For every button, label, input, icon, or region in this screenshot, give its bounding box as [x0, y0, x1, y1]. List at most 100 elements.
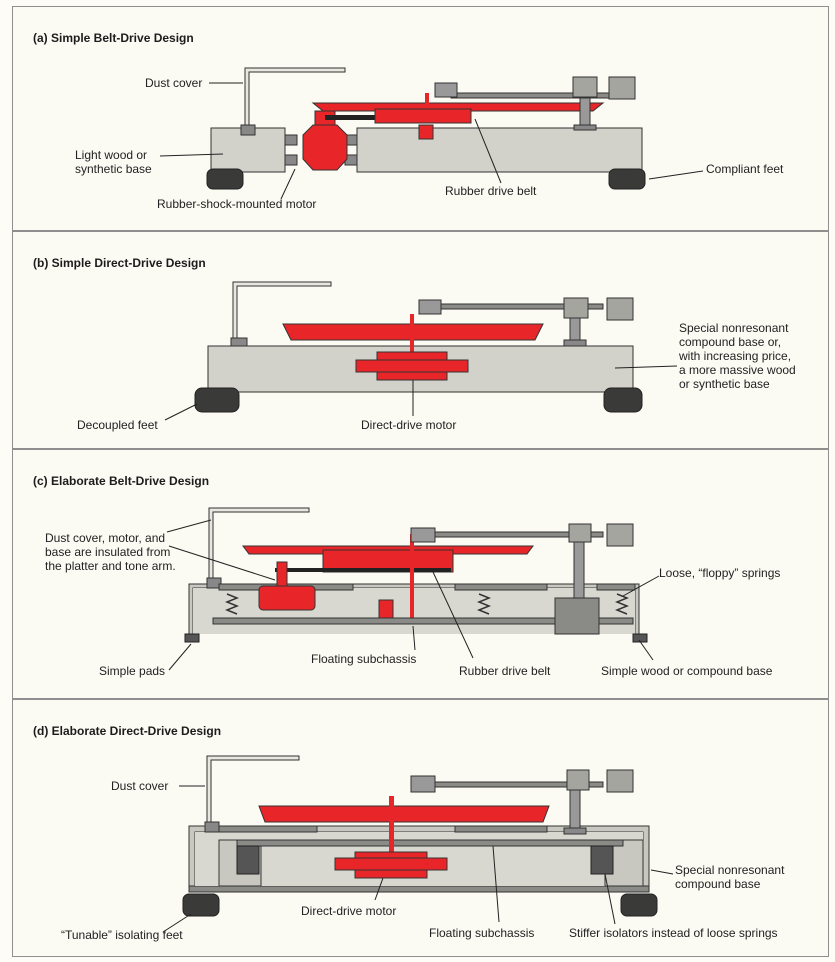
leader-line	[159, 153, 224, 157]
label-belt: Rubber drive belt	[459, 664, 551, 678]
leader-line	[604, 873, 616, 925]
label-base-line1: Light wood or	[75, 148, 148, 162]
cartridge	[410, 527, 436, 543]
foot	[182, 893, 220, 917]
label-belt: Rubber drive belt	[445, 184, 537, 198]
base-bottom	[188, 885, 650, 893]
motor-flange	[334, 857, 448, 871]
label-base-line4: a more massive wood	[679, 363, 796, 377]
label-motor: Rubber-shock-mounted motor	[157, 197, 317, 211]
leader-line	[638, 639, 654, 661]
bearing	[418, 124, 434, 140]
label-base-line3: with increasing price,	[679, 349, 792, 363]
leader-line	[614, 365, 678, 369]
counterweight	[606, 297, 634, 321]
platter	[258, 805, 550, 823]
pad	[184, 633, 200, 643]
counterweight	[563, 297, 589, 319]
platter-hub	[374, 108, 472, 124]
shock-mount	[284, 154, 298, 166]
spring	[224, 593, 240, 615]
top-plate	[218, 825, 318, 833]
motor	[302, 124, 348, 171]
foot	[608, 168, 646, 190]
top-plate	[454, 825, 548, 833]
leader-line	[280, 168, 296, 200]
counterweight	[606, 523, 634, 547]
counterweight	[606, 769, 634, 793]
leader-line	[164, 403, 198, 421]
base-right	[356, 127, 643, 173]
leader-line	[648, 170, 704, 180]
drive-belt	[275, 568, 451, 572]
spring	[476, 593, 492, 615]
label-feet: “Tunable” isolating feet	[61, 928, 183, 942]
hinge	[204, 821, 220, 833]
diagram-elaborate-belt-drive	[166, 507, 660, 671]
foot	[620, 893, 658, 917]
spindle	[410, 534, 414, 624]
cartridge	[434, 82, 458, 98]
leader-line	[650, 869, 674, 875]
tonearm-base	[563, 339, 587, 347]
label-base-line1: Special nonresonant	[679, 321, 789, 335]
label-insulated-line1: Dust cover, motor, and	[45, 531, 166, 545]
leader-line	[374, 877, 384, 901]
panel-simple-belt-drive: (a) Simple Belt-Drive Design	[12, 6, 829, 231]
label-motor: Direct-drive motor	[301, 904, 397, 918]
motor-pulley	[276, 561, 288, 587]
label-motor: Direct-drive motor	[361, 418, 457, 432]
label-dust-cover: Dust cover	[145, 76, 203, 90]
spindle	[389, 796, 394, 862]
hinge	[240, 124, 256, 136]
counterweight	[572, 76, 598, 98]
label-insulated-line2: base are insulated from	[45, 545, 171, 559]
cartridge	[418, 299, 442, 315]
bearing	[378, 599, 394, 619]
leader-line	[492, 845, 500, 923]
label-springs: Loose, “floppy” springs	[659, 566, 781, 580]
foot	[603, 387, 643, 413]
motor	[258, 585, 316, 611]
spindle	[410, 314, 414, 354]
label-base: Simple wood or compound base	[601, 664, 773, 678]
label-subchassis: Floating subchassis	[429, 926, 535, 940]
subchassis	[236, 839, 624, 847]
top-plate	[596, 583, 636, 591]
label-dust-cover: Dust cover	[111, 779, 169, 793]
leader-line	[412, 625, 416, 651]
diagram-simple-belt-drive	[159, 67, 704, 200]
panel-elaborate-direct-drive: (d) Elaborate Direct-Drive Design	[12, 699, 829, 957]
label-base-line2: compound base	[675, 877, 761, 891]
spindle	[425, 93, 429, 105]
leader-line	[162, 913, 192, 933]
panel-elaborate-belt-drive: (c) Elaborate Belt-Drive Design	[12, 449, 829, 699]
hinge	[206, 577, 222, 589]
panel-simple-direct-drive: (b) Simple Direct-Drive Design	[12, 231, 829, 449]
foot	[194, 387, 240, 413]
isolator	[590, 845, 614, 875]
leader-line	[166, 519, 212, 533]
motor-flange	[355, 359, 469, 373]
tonearm-counterweight-block	[554, 597, 600, 635]
tonearm-base	[563, 827, 587, 835]
panel-title: (b) Simple Direct-Drive Design	[33, 256, 206, 270]
counterweight	[608, 76, 636, 100]
top-plate	[454, 583, 548, 591]
isolator	[236, 845, 260, 875]
panel-title: (d) Elaborate Direct-Drive Design	[33, 724, 222, 738]
panel-title: (c) Elaborate Belt-Drive Design	[33, 474, 210, 488]
label-pads: Simple pads	[99, 664, 166, 678]
foot	[206, 168, 244, 190]
label-insulated-line3: the platter and tone arm.	[45, 559, 176, 573]
label-feet: Decoupled feet	[77, 418, 158, 432]
label-base-line1: Special nonresonant	[675, 863, 785, 877]
cartridge	[410, 775, 436, 793]
counterweight	[568, 523, 592, 543]
leader-line	[474, 118, 502, 184]
diagram-simple-direct-drive	[164, 281, 678, 421]
leader-line	[168, 643, 192, 671]
leader-line	[168, 545, 276, 581]
spring	[614, 593, 630, 615]
